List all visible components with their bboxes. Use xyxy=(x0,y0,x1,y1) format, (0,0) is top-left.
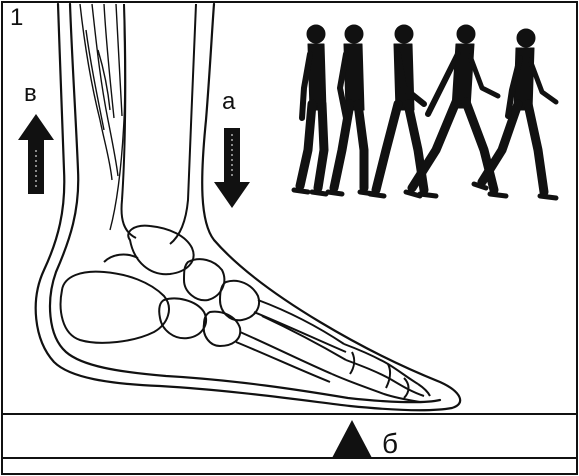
triangle-icon xyxy=(332,420,372,458)
panel-number: 1 xyxy=(10,6,23,30)
ground-label: б xyxy=(382,430,398,458)
walking-figure-icon xyxy=(328,25,374,194)
arrow-down-icon xyxy=(214,128,250,208)
walking-figure-icon xyxy=(294,25,326,194)
arrow-up-icon xyxy=(18,114,54,194)
walking-sequence xyxy=(294,25,556,198)
arrow-up-label: в xyxy=(24,82,37,106)
walking-figure-icon xyxy=(474,29,556,198)
achilles-tendon xyxy=(80,4,125,230)
leg-bones xyxy=(122,4,196,244)
ground-platform xyxy=(2,414,577,458)
arrow-down-label: а xyxy=(222,90,235,114)
foot-bones xyxy=(61,226,430,402)
